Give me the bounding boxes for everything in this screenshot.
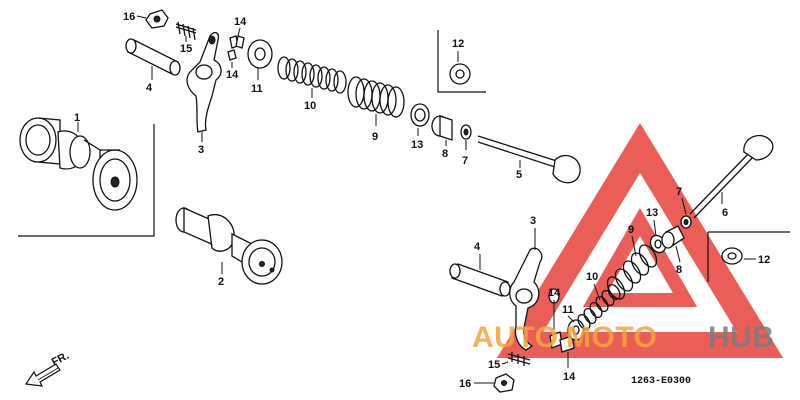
watermark-text-auto: AUTO (472, 321, 558, 354)
bottom-shim-frame-part-12 (707, 231, 790, 282)
top-outer-spring-part-9 (347, 76, 405, 118)
front-direction-arrow-icon (24, 363, 61, 387)
top-valve-part-5 (477, 135, 581, 184)
watermark-text-moto: MOTO (566, 321, 657, 354)
callout-15: 15 (180, 43, 192, 55)
callout-14-top-a: 14 (234, 16, 247, 28)
callout-16: 16 (123, 11, 135, 23)
top-seal-part-8 (431, 115, 453, 141)
callout-15-bottom: 15 (488, 359, 500, 371)
callout-14-bottom-a: 14 (548, 287, 561, 299)
callout-10-bottom: 10 (586, 271, 598, 283)
front-direction-label: FR. (50, 350, 71, 369)
callout-6-bottom: 6 (722, 207, 728, 219)
bottom-rocker-arm-part-3 (509, 247, 543, 351)
diagram-code: 1263-E0300 (631, 376, 691, 387)
callout-3-bottom: 3 (530, 215, 536, 227)
callout-12-bottom: 12 (758, 254, 770, 266)
callout-8-bottom: 8 (676, 264, 682, 276)
callout-2: 2 (218, 276, 224, 288)
callout-9: 9 (372, 131, 378, 143)
callout-5: 5 (516, 169, 522, 181)
bottom-outer-spring-part-9 (606, 244, 658, 300)
callout-1: 1 (74, 112, 80, 124)
top-washer-part-11 (247, 39, 273, 69)
callout-14-bottom-b: 14 (563, 371, 576, 383)
bottom-retainer-part-7 (680, 215, 692, 229)
watermark-text: AUTO MOTO HUB (472, 321, 775, 354)
watermark-text-hub: HUB (708, 321, 775, 354)
callout-3: 3 (198, 144, 204, 156)
callout-10: 10 (304, 100, 316, 112)
top-retainer-part-7 (460, 124, 472, 140)
bottom-nut-part-16 (493, 373, 515, 393)
callout-7: 7 (462, 155, 468, 167)
top-shim-frame-part-12 (437, 30, 486, 93)
bottom-cotters-part-14 (548, 288, 575, 353)
callout-13-bottom: 13 (646, 207, 658, 219)
bottom-shaft-part-4 (449, 263, 511, 297)
top-rocker-arm-part-3 (186, 31, 222, 133)
callout-13: 13 (411, 139, 423, 151)
callout-11: 11 (251, 83, 263, 95)
top-adjuster-screw-part-15 (175, 21, 197, 41)
callout-16-bottom: 16 (459, 378, 471, 390)
callout-9-bottom: 9 (628, 224, 634, 236)
callout-11-bottom: 11 (562, 304, 574, 316)
callout-4: 4 (146, 82, 153, 94)
top-nut-part-16 (145, 9, 169, 29)
watermark-logo (496, 123, 784, 358)
callout-14-top-b: 14 (226, 69, 239, 81)
top-spring-seat-part-13 (410, 103, 430, 127)
callout-12: 12 (452, 38, 464, 50)
callout-7-bottom: 7 (676, 186, 682, 198)
top-valve-cotter-part-14 (227, 35, 245, 61)
top-shaft-part-4 (125, 38, 181, 76)
camshaft-part-2 (175, 207, 283, 285)
callout-4-bottom: 4 (474, 241, 481, 253)
top-inner-spring-part-10 (277, 56, 347, 94)
callout-8: 8 (442, 148, 448, 160)
bottom-adjuster-screw-part-15 (507, 352, 531, 366)
bottom-seal-part-8 (661, 225, 685, 249)
bottom-valve-part-6 (689, 135, 774, 219)
camshaft-part-1 (18, 117, 155, 237)
